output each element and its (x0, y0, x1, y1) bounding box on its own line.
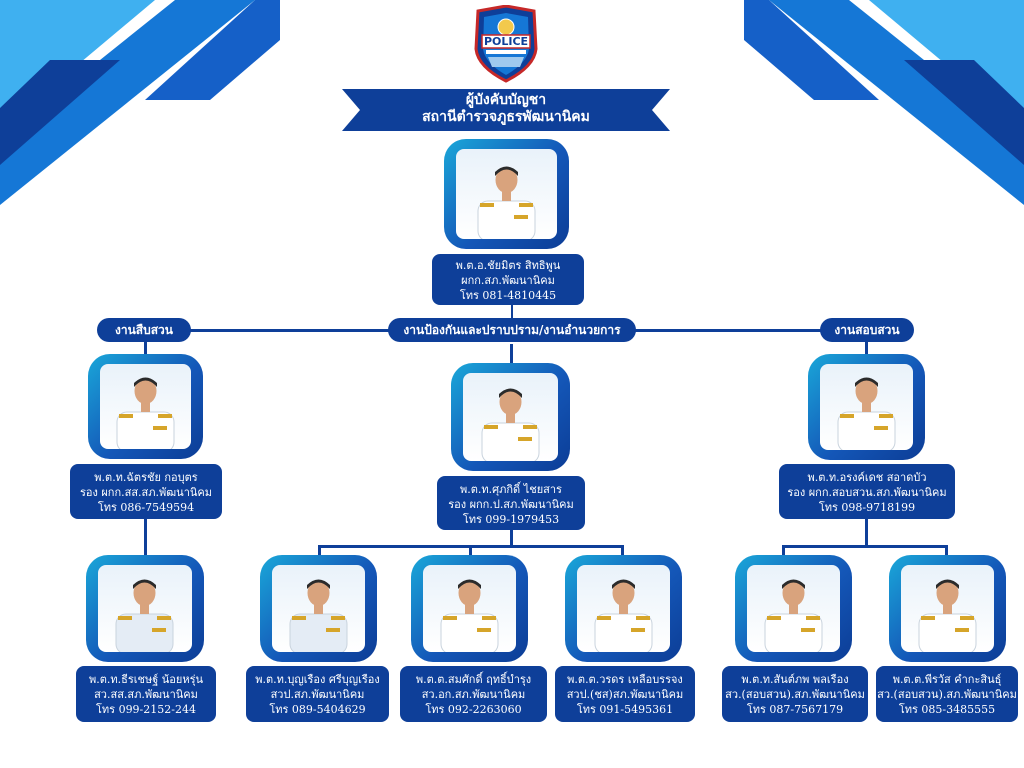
connector-left-mid (144, 519, 147, 556)
connector-right-drop-2 (945, 545, 948, 555)
officer-photo (98, 565, 192, 652)
officer-phone: โทร 099-2152-244 (96, 703, 196, 716)
officer-phone: โทร 087-7567179 (746, 703, 844, 716)
photo-frame-commander (444, 139, 569, 249)
photo-frame-inspector-6 (889, 555, 1006, 662)
officer-name: พ.ต.ท.อรงค์เดช สอาดบัว (807, 471, 927, 484)
officer-position: สว.(สอบสวน).สภ.พัฒนานิคม (877, 688, 1017, 701)
photo-frame-inspector-3 (411, 555, 528, 662)
officer-name: พ.ต.ท.สันต์ภพ พลเรือง (741, 673, 849, 686)
dept-inquiry: งานสอบสวน (820, 318, 914, 342)
info-box-inspector-5: พ.ต.ท.สันต์ภพ พลเรือง สว.(สอบสวน).สภ.พัฒ… (722, 666, 868, 722)
officer-photo (423, 565, 516, 652)
photo-frame-inspector-2 (260, 555, 377, 662)
connector-left-down (144, 342, 147, 356)
info-box-deputy-inquiry: พ.ต.ท.อรงค์เดช สอาดบัว รอง ผกก.สอบสวน.สภ… (779, 464, 955, 519)
officer-position: สว.อก.สภ.พัฒนานิคม (421, 688, 526, 701)
info-box-inspector-1: พ.ต.ท.ธีรเชษฐ์ น้อยหรุ่น สว.สส.สภ.พัฒนาน… (76, 666, 216, 722)
info-box-commander: พ.ต.อ.ชัยมิตร สิทธิพูน ผกก.สภ.พัฒนานิคม … (432, 254, 584, 305)
connector-right-mid (865, 519, 868, 545)
connector-center-mid (510, 530, 513, 546)
officer-photo (577, 565, 670, 652)
officer-phone: โทร 092-2263060 (425, 703, 522, 716)
dept-investigation: งานสืบสวน (97, 318, 191, 342)
officer-photo (820, 364, 913, 450)
officer-position: ผกก.สภ.พัฒนานิคม (461, 274, 555, 287)
officer-position: สว.สส.สภ.พัฒนานิคม (94, 688, 198, 701)
officer-position: รอง ผกก.ป.สภ.พัฒนานิคม (448, 498, 574, 511)
officer-photo (901, 565, 994, 652)
officer-name: พ.ต.ต.สมศักดิ์ ฤทธิ์บำรุง (415, 673, 532, 686)
corner-stripes-left (0, 0, 280, 205)
photo-frame-inspector-1 (86, 555, 204, 662)
info-box-deputy-prevention: พ.ต.ท.ศุภกิดิ์ ไชยสาร รอง ผกก.ป.สภ.พัฒนา… (437, 476, 585, 530)
info-box-inspector-2: พ.ต.ท.บุญเรือง ศรีบุญเรือง สวป.สภ.พัฒนาน… (246, 666, 389, 722)
dept-prevention-suppression: งานป้องกันและปราบปราม/งานอำนวยการ (388, 318, 636, 342)
photo-frame-deputy-inquiry (808, 354, 925, 460)
officer-position: รอง ผกก.สส.สภ.พัฒนานิคม (79, 486, 213, 499)
officer-photo (272, 565, 365, 652)
info-box-inspector-6: พ.ต.ต.พีรวัส คำกะสินธุ์ สว.(สอบสวน).สภ.พ… (876, 666, 1018, 722)
officer-name: พ.ต.อ.ชัยมิตร สิทธิพูน (455, 259, 561, 272)
info-box-inspector-3: พ.ต.ต.สมศักดิ์ ฤทธิ์บำรุง สว.อก.สภ.พัฒนา… (400, 666, 547, 722)
officer-position: รอง ผกก.สอบสวน.สภ.พัฒนานิคม (787, 486, 947, 499)
photo-frame-inspector-5 (735, 555, 852, 662)
officer-name: พ.ต.ต.วรดร เหลือบรรจง (567, 673, 683, 686)
officer-name: พ.ต.ท.ธีรเชษฐ์ น้อยหรุ่น (88, 673, 204, 686)
officer-position: สว.(สอบสวน).สภ.พัฒนานิคม (725, 688, 865, 701)
page-title: ผู้บังคับบัญชา สถานีตำรวจภูธรพัฒนานิคม (342, 92, 670, 126)
officer-name: พ.ต.ท.บุญเรือง ศรีบุญเรือง (255, 673, 380, 686)
officer-name: พ.ต.ท.ศุภกิดิ์ ไชยสาร (460, 483, 562, 496)
info-box-deputy-investigation: พ.ต.ท.ฉัตรชัย กอบุตร รอง ผกก.สส.สภ.พัฒนา… (70, 464, 222, 519)
connector-center-drop-2 (469, 545, 472, 555)
corner-stripes-right (744, 0, 1024, 205)
connector-right-down (865, 342, 868, 356)
officer-phone: โทร 091-5495361 (576, 703, 674, 716)
officer-phone: โทร 089-5404629 (269, 703, 366, 716)
connector-center-drop-3 (621, 545, 624, 555)
officer-photo (100, 364, 191, 449)
badge-text: POLICE (483, 35, 529, 48)
police-badge-logo: POLICE (470, 4, 542, 83)
officer-phone: โทร 099-1979453 (462, 513, 560, 526)
connector-top-vertical (511, 304, 513, 318)
officer-phone: โทร 086-7549594 (97, 501, 195, 514)
officer-name: พ.ต.ท.ฉัตรชัย กอบุตร (94, 471, 198, 484)
connector-right-bar (782, 545, 948, 548)
officer-name: พ.ต.ต.พีรวัส คำกะสินธุ์ (892, 673, 1002, 686)
connector-right-drop-1 (782, 545, 785, 555)
photo-frame-inspector-4 (565, 555, 682, 662)
officer-phone: โทร 098-9718199 (818, 501, 916, 514)
officer-position: สวป.(ชส)สภ.พัฒนานิคม (566, 688, 684, 701)
title-line-1: ผู้บังคับบัญชา (465, 92, 547, 108)
info-box-inspector-4: พ.ต.ต.วรดร เหลือบรรจง สวป.(ชส)สภ.พัฒนานิ… (555, 666, 695, 722)
officer-position: สวป.สภ.พัฒนานิคม (270, 688, 365, 701)
connector-center-drop-1 (318, 545, 321, 555)
officer-photo (456, 149, 557, 239)
title-banner: ผู้บังคับบัญชา สถานีตำรวจภูธรพัฒนานิคม (342, 89, 670, 131)
officer-phone: โทร 085-3485555 (898, 703, 996, 716)
officer-phone: โทร 081-4810445 (459, 289, 557, 302)
connector-center-down (510, 344, 513, 364)
officer-photo (463, 373, 558, 461)
officer-photo (747, 565, 840, 652)
title-line-2: สถานีตำรวจภูธรพัฒนานิคม (422, 109, 590, 125)
photo-frame-deputy-investigation (88, 354, 203, 459)
photo-frame-deputy-prevention (451, 363, 570, 471)
